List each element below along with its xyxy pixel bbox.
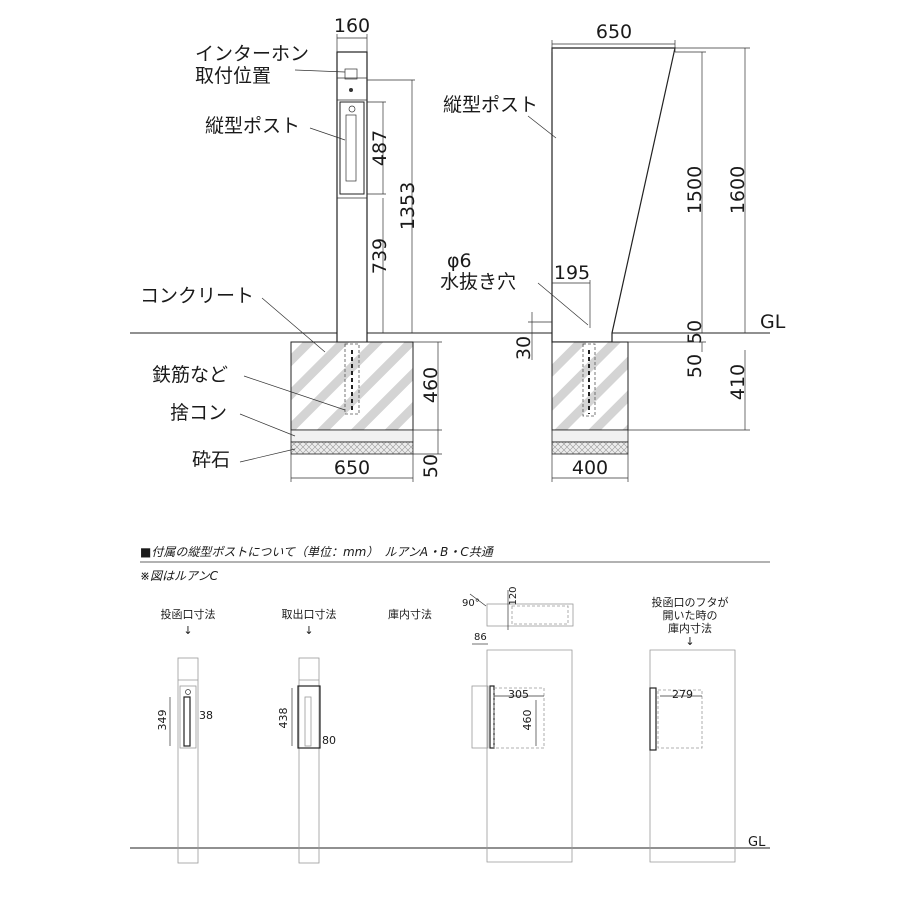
view1-label: 投函口寸法	[161, 607, 216, 621]
gl-label-top: GL	[760, 311, 786, 333]
dim-460-interior: 460	[521, 710, 534, 731]
dim-86: 86	[474, 632, 487, 643]
blinding-label: 捨コン	[170, 402, 227, 424]
dim-1500: 1500	[684, 166, 706, 214]
dim-38: 38	[199, 709, 213, 722]
front-post-box	[339, 101, 365, 195]
side-width-dimension: 650	[596, 21, 632, 43]
dim-739: 739	[369, 238, 391, 274]
drain-hole-label-2: 水抜き穴	[440, 271, 516, 293]
rebar-label: 鉄筋など	[152, 364, 228, 386]
dim-305: 305	[508, 688, 529, 701]
section-title: ■付属の縦型ポストについて（単位：mm） ルアンA・B・C共通	[140, 545, 495, 559]
front-blinding	[290, 429, 414, 443]
dim-50-top: 50	[684, 320, 706, 344]
dim-30: 30	[513, 336, 535, 360]
front-gravel	[290, 441, 414, 455]
intercom-box	[344, 68, 358, 80]
section-note: ※図はルアンC	[140, 569, 219, 583]
svg-text:↓: ↓	[304, 624, 313, 637]
gravel-label: 砕石	[192, 449, 230, 471]
dim-460-front: 460	[420, 367, 442, 403]
svg-text:↓: ↓	[183, 624, 192, 637]
intercom-label: インターホン	[195, 43, 309, 65]
dim-438: 438	[277, 708, 290, 729]
front-view: 160 インターホン 取付位置 縦型ポスト コンクリート 鉄筋など 捨コン 砕石…	[130, 15, 770, 482]
side-post-label: 縦型ポスト	[443, 94, 538, 116]
post-detail-section: ■付属の縦型ポストについて（単位：mm） ルアンA・B・C共通 ※図はルアンC …	[130, 545, 770, 864]
dim-349: 349	[156, 710, 169, 731]
side-post-body	[551, 47, 676, 343]
dim-195: 195	[554, 262, 590, 284]
front-width-dimension: 160	[334, 15, 370, 37]
side-view: 650 縦型ポスト φ6 水抜き穴 195 1500 1600 50 50 41…	[440, 21, 786, 482]
view-slot-dimensions: 投函口寸法 ↓ 349 38	[156, 607, 216, 864]
post-label: 縦型ポスト	[205, 115, 300, 137]
camera-icon	[349, 88, 353, 92]
lock-icon	[348, 105, 356, 113]
dim-487: 487	[369, 130, 391, 166]
dim-50-front: 50	[420, 454, 442, 478]
view4-label-2: 開いた時の	[663, 609, 718, 622]
dim-50-bottom: 50	[684, 354, 706, 378]
intercom-label-2: 取付位置	[195, 65, 271, 87]
dim-650-front: 650	[334, 457, 370, 479]
view2-label: 取出口寸法	[282, 607, 337, 621]
dim-80: 80	[322, 734, 336, 747]
view4-label-1: 投函口のフタが	[652, 595, 729, 609]
dim-90deg: 90°	[462, 598, 480, 609]
dim-279: 279	[672, 688, 693, 701]
view-interior-dimensions: 庫内寸法 90° 120 86 305 460	[388, 586, 574, 863]
dim-1600: 1600	[727, 166, 749, 214]
svg-text:↓: ↓	[685, 635, 694, 648]
concrete-label: コンクリート	[140, 285, 254, 307]
view-open-lid-interior: 投函口のフタが 開いた時の 庫内寸法 ↓ 279	[649, 595, 736, 863]
view-outlet-dimensions: 取出口寸法 ↓ 438 80	[277, 607, 337, 864]
view4-label-3: 庫内寸法	[668, 621, 712, 635]
dim-400: 400	[572, 457, 608, 479]
dim-1353: 1353	[397, 182, 419, 230]
drain-hole-label: φ6	[447, 250, 472, 272]
dim-410: 410	[727, 364, 749, 400]
view3-label: 庫内寸法	[388, 607, 432, 621]
dim-120: 120	[508, 586, 519, 605]
gl-label-bottom: GL	[748, 835, 766, 850]
